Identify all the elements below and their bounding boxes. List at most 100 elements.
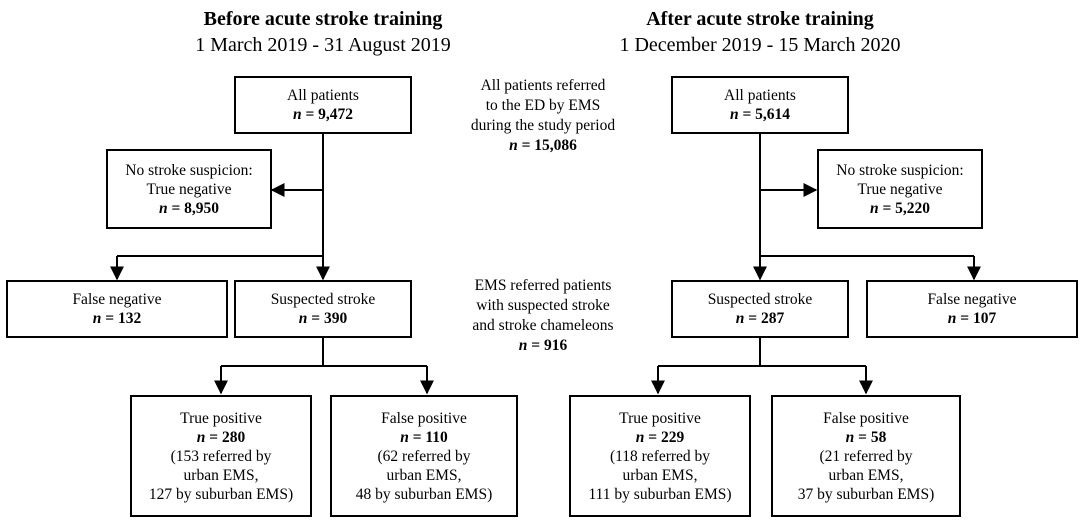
- middle-referred-n: 916: [543, 337, 568, 354]
- n-equals: =: [101, 310, 118, 327]
- before-true-positive-d3: 127 by suburban EMS): [148, 485, 294, 503]
- before-no-suspicion-n: 8,950: [184, 199, 220, 217]
- after-suspected-stroke-box: Suspected stroke n = 287: [671, 280, 849, 338]
- n-equals: =: [307, 310, 324, 327]
- before-false-negative-box: False negative n = 132: [6, 280, 228, 338]
- after-no-suspicion-label2: True negative: [857, 180, 943, 198]
- before-all-label: All patients: [287, 87, 359, 104]
- before-false-negative-n: 132: [117, 310, 142, 327]
- after-all-patients-box: All patients n = 5,614: [671, 76, 849, 134]
- n-prefix: n: [196, 428, 206, 446]
- after-true-positive-box: True positive n = 229 (118 referred by u…: [569, 395, 751, 517]
- before-true-positive-d2: urban EMS,: [183, 466, 259, 484]
- n-equals: =: [527, 337, 544, 354]
- after-false-positive-d1: (21 referred by: [819, 447, 913, 465]
- n-equals: =: [878, 199, 896, 217]
- n-equals: =: [644, 428, 661, 446]
- n-prefix: n: [92, 310, 102, 327]
- before-true-positive-label: True positive: [180, 409, 262, 427]
- before-false-positive-label: False positive: [381, 409, 467, 427]
- n-value: n = 5,614: [730, 105, 790, 124]
- before-suspected-stroke-box: Suspected stroke n = 390: [234, 280, 412, 338]
- before-dates: 1 March 2019 - 31 August 2019: [195, 34, 451, 56]
- n-value: n = 9,472: [293, 105, 353, 124]
- after-false-negative-label: False negative: [927, 291, 1017, 308]
- middle-referred-l1: EMS referred patients: [474, 277, 612, 294]
- n-value: n = 58: [846, 428, 887, 447]
- before-no-suspicion-label1: No stroke suspicion:: [125, 161, 253, 179]
- n-prefix: n: [292, 106, 302, 123]
- after-false-positive-d3: 37 by suburban EMS): [797, 485, 935, 503]
- n-equals: =: [854, 428, 871, 446]
- after-true-positive-n: 229: [660, 428, 685, 446]
- referred-patients-note: EMS referred patients with suspected str…: [458, 276, 628, 356]
- after-no-suspicion-label1: No stroke suspicion:: [836, 161, 964, 179]
- n-value: n = 8,950: [159, 199, 219, 218]
- before-true-positive-n: 280: [221, 428, 246, 446]
- n-prefix: n: [400, 428, 409, 446]
- before-true-positive-box: True positive n = 280 (153 referred by u…: [130, 395, 312, 517]
- after-false-positive-box: False positive n = 58 (21 referred by ur…: [771, 395, 961, 517]
- n-value: n = 280: [197, 428, 245, 447]
- before-all-n: 9,472: [318, 106, 354, 123]
- before-suspected-label: Suspected stroke: [270, 291, 376, 308]
- total-n: n = 15,086: [458, 136, 628, 156]
- after-no-suspicion-n: 5,220: [895, 199, 931, 217]
- after-dates: 1 December 2019 - 15 March 2020: [619, 34, 901, 56]
- before-title: Before acute stroke training: [203, 8, 443, 30]
- n-prefix: n: [158, 199, 168, 217]
- n-prefix: n: [869, 199, 879, 217]
- n-prefix: n: [518, 337, 528, 354]
- after-true-positive-d1: (118 referred by: [609, 447, 711, 465]
- before-false-positive-d1: (62 referred by: [377, 447, 471, 465]
- middle-total-l1: All patients referred: [480, 77, 606, 94]
- before-true-positive-d1: (153 referred by: [170, 447, 272, 465]
- before-heading: Before acute stroke training 1 March 201…: [143, 6, 503, 58]
- n-equals: =: [205, 428, 222, 446]
- middle-referred-l2: with suspected stroke: [476, 297, 610, 314]
- after-no-suspicion-box: No stroke suspicion: True negative n = 5…: [817, 149, 983, 229]
- before-no-suspicion-label2: True negative: [146, 180, 232, 198]
- referred-n: n = 916: [458, 336, 628, 356]
- after-suspected-label: Suspected stroke: [707, 291, 813, 308]
- before-false-positive-n: 110: [425, 428, 448, 446]
- before-no-suspicion-box: No stroke suspicion: True negative n = 8…: [106, 149, 272, 229]
- n-prefix: n: [509, 137, 518, 154]
- n-value: n = 132: [93, 309, 141, 328]
- n-value: n = 390: [299, 309, 347, 328]
- n-prefix: n: [635, 428, 645, 446]
- total-patients-note: All patients referred to the ED by EMS d…: [458, 76, 628, 156]
- n-value: n = 229: [636, 428, 684, 447]
- before-false-positive-d3: 48 by suburban EMS): [355, 485, 493, 503]
- n-prefix: n: [845, 428, 855, 446]
- after-title: After acute stroke training: [646, 8, 874, 30]
- middle-total-l3: during the study period: [470, 117, 616, 134]
- n-equals: =: [301, 106, 319, 123]
- after-all-label: All patients: [724, 87, 796, 104]
- after-false-positive-d2: urban EMS,: [828, 466, 904, 484]
- after-true-positive-d2: urban EMS,: [622, 466, 698, 484]
- n-equals: =: [744, 310, 761, 327]
- n-equals: =: [167, 199, 185, 217]
- n-prefix: n: [729, 106, 739, 123]
- n-equals: =: [738, 106, 756, 123]
- n-equals: =: [408, 428, 426, 446]
- after-false-negative-n: 107: [972, 310, 997, 327]
- after-heading: After acute stroke training 1 December 2…: [580, 6, 940, 58]
- after-false-negative-box: False negative n = 107: [866, 280, 1078, 338]
- after-true-positive-label: True positive: [619, 409, 701, 427]
- n-value: n = 107: [948, 309, 996, 328]
- middle-referred-l3: and stroke chameleons: [472, 317, 614, 334]
- before-all-patients-box: All patients n = 9,472: [234, 76, 412, 134]
- after-true-positive-d3: 111 by suburban EMS): [588, 485, 732, 503]
- n-value: n = 5,220: [870, 199, 930, 218]
- after-all-n: 5,614: [755, 106, 791, 123]
- middle-total-l2: to the ED by EMS: [485, 97, 601, 114]
- before-false-positive-box: False positive n = 110 (62 referred by u…: [330, 395, 518, 517]
- n-prefix: n: [947, 310, 957, 327]
- after-false-positive-label: False positive: [823, 409, 909, 427]
- before-suspected-n: 390: [323, 310, 348, 327]
- n-equals: =: [956, 310, 973, 327]
- n-value: n = 287: [736, 309, 784, 328]
